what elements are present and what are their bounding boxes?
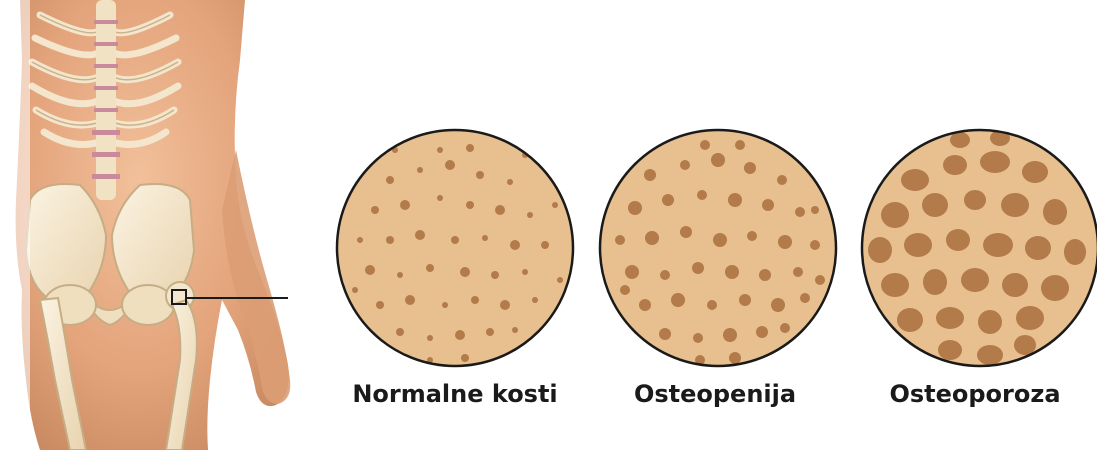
label-normal-bone: Normalne kosti (345, 380, 565, 408)
bone-sample-osteoporosis (862, 130, 1097, 366)
human-torso-illustration (0, 0, 290, 450)
bone-sample-osteopenia (600, 130, 836, 366)
bone-sample-normal (337, 130, 573, 366)
label-osteopenia: Osteopenija (605, 380, 825, 408)
spine (92, 0, 120, 200)
label-osteoporosis: Osteoporoza (865, 380, 1085, 408)
